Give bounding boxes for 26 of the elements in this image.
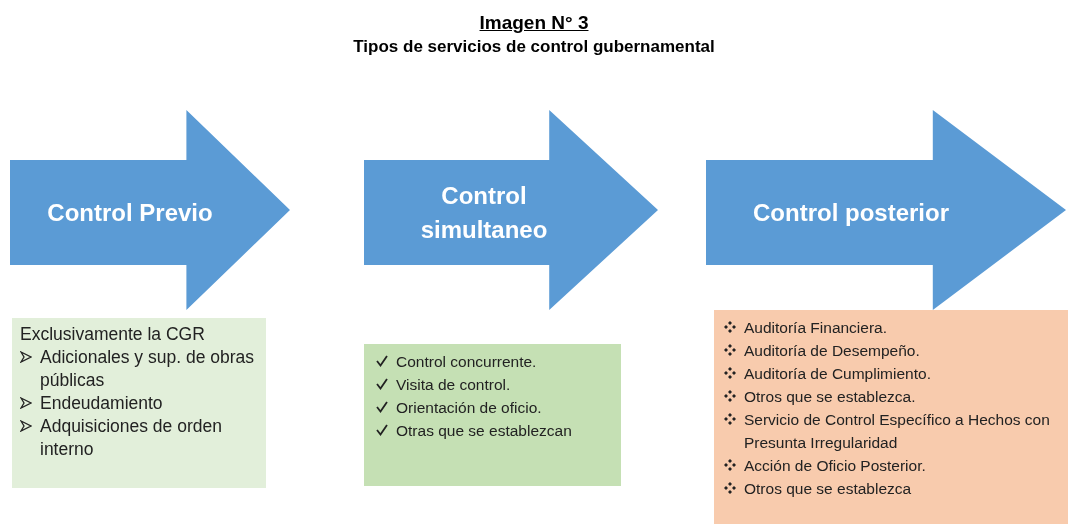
- list-item: Otras que se establezcan: [396, 421, 572, 441]
- panel-heading: Exclusivamente la CGR: [20, 323, 205, 346]
- list-item: Auditoría de Desempeño.: [744, 341, 920, 361]
- list-item: Adquisiciones de orden interno: [40, 415, 223, 461]
- figure-title: Imagen N° 3: [478, 12, 590, 34]
- list-item: Auditoría Financiera.: [744, 318, 888, 338]
- list-item: Visita de control.: [396, 375, 511, 395]
- list-item: Endeudamiento: [40, 392, 163, 415]
- list-item: Control concurrente.: [396, 352, 537, 372]
- text-panel: [364, 344, 621, 486]
- text-panel: [12, 318, 266, 488]
- process-arrow: [706, 110, 1066, 310]
- process-arrow: [10, 110, 290, 310]
- figure-subtitle: Tipos de servicios de control gubernamental: [352, 37, 716, 57]
- list-item: Acción de Oficio Posterior.: [744, 456, 926, 476]
- list-item: Otros que se establezca.: [744, 387, 916, 407]
- arrow-label: Control simultaneo: [419, 180, 549, 245]
- arrow-label: Control posterior: [753, 197, 949, 228]
- list-item: Orientación de oficio.: [396, 398, 542, 418]
- list-item: Auditoría de Cumplimiento.: [744, 364, 931, 384]
- list-item: Otros que se establezca: [744, 479, 912, 499]
- list-item: Servicio de Control Específico a Hechos con Presunta Irregularidad: [744, 410, 1051, 453]
- arrow-label: Control Previo: [47, 197, 213, 228]
- text-panel: [714, 310, 1068, 524]
- list-item: Adicionales y sup. de obras públicas: [40, 346, 256, 392]
- process-arrow: [364, 110, 658, 310]
